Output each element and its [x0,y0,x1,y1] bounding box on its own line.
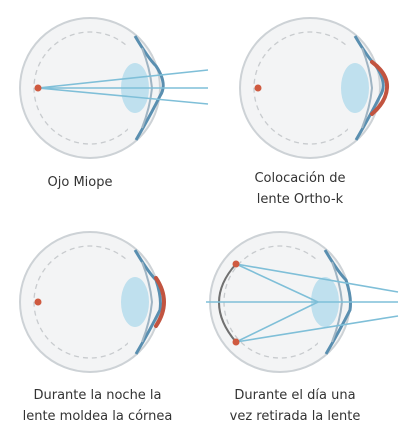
focal-point [254,84,262,92]
retina-outline [253,31,348,145]
focal-point [232,260,240,268]
caption-lens-placement: Colocación de lente Ortho-k [240,168,360,210]
caption-night-molding: Durante la noche la lente moldea la córn… [10,385,185,427]
caption-line: Durante la noche la [33,388,162,403]
crystalline-lens [121,277,149,327]
panel-day-vision [206,231,399,373]
caption-myopic-eye: Ojo Miope [20,172,140,193]
light-ray [235,315,399,343]
light-ray [235,263,319,303]
panel-lens-placement [239,17,390,159]
panel-night-molding [19,231,167,373]
focal-point [232,338,240,346]
light-ray [235,301,319,343]
eyeball [239,17,381,159]
ortho-k-lens [154,276,167,328]
cornea [353,35,385,141]
caption-day-vision: Durante el día una vez retirada la lente [215,385,375,427]
light-ray [37,87,209,105]
focal-point [34,298,42,306]
focal-point [34,84,42,92]
cornea [133,249,162,355]
caption-line: lente Ortho-k [256,192,344,207]
caption-line: lente moldea la córnea [22,409,173,424]
caption-line: Ojo Miope [47,175,113,190]
caption-line: Durante el día una [234,388,356,403]
caption-line: Colocación de [254,171,346,186]
caption-line: vez retirada la lente [229,409,361,424]
ortho-k-lens [370,60,390,116]
cornea [323,249,352,355]
iris [141,261,154,343]
retina-outline [33,31,128,145]
light-ray [235,263,399,293]
retina-outline [33,245,128,359]
cornea [133,35,165,141]
crystalline-lens [341,63,369,113]
iris [361,47,374,129]
light-ray [37,69,209,89]
panel-myopic-eye [19,17,209,159]
